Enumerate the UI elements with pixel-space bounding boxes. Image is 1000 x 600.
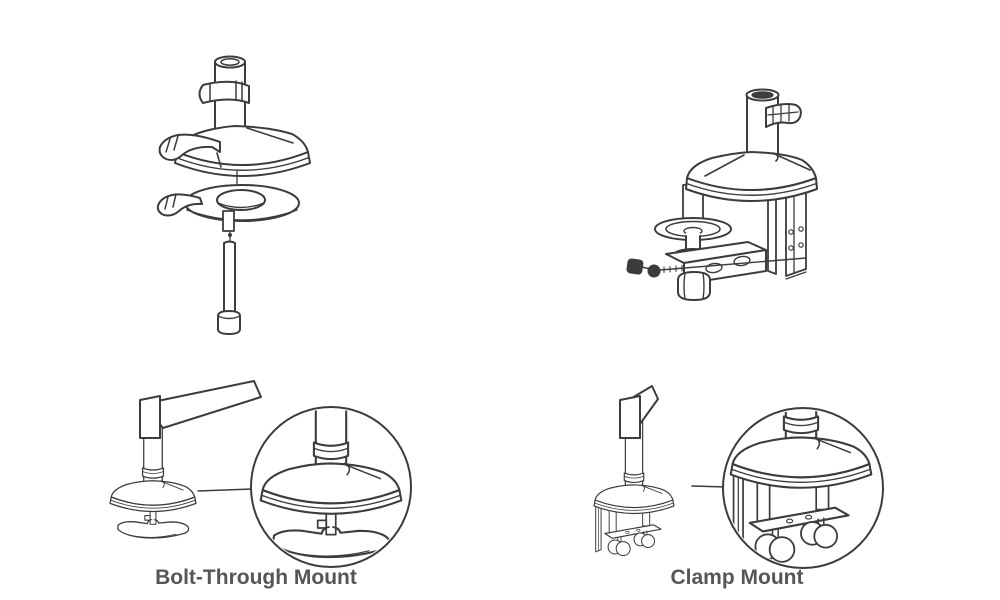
bolt-through-exploded-figure: [156, 55, 311, 335]
clamp-screws: [626, 257, 807, 278]
desk-arm: [619, 385, 659, 439]
clamp-magnifier: [722, 407, 884, 569]
bolt-through-magnifier: [250, 406, 412, 568]
clamp-installed-figure: [593, 385, 728, 557]
release-lever: [158, 133, 221, 161]
callout-line: [197, 488, 253, 492]
desk-arm: [139, 380, 262, 439]
bolt-through-installed-figure: [109, 380, 262, 539]
dome-base: [685, 151, 818, 202]
clamp-mount-assembled-figure: [626, 88, 818, 301]
artwork-root: [109, 55, 884, 569]
dome-base: [174, 125, 311, 177]
mounting-bolt: [217, 240, 241, 335]
clamp-mount-label: Clamp Mount: [670, 566, 804, 589]
barrel-knob: [677, 271, 711, 301]
axis-dot: [228, 233, 232, 237]
pole-clip-lug: [765, 103, 802, 128]
clip-ring: [198, 80, 250, 104]
spacer-washer: [156, 184, 300, 232]
callout-line: [691, 485, 728, 488]
bolt-through-mount-label: Bolt-Through Mount: [155, 566, 357, 589]
